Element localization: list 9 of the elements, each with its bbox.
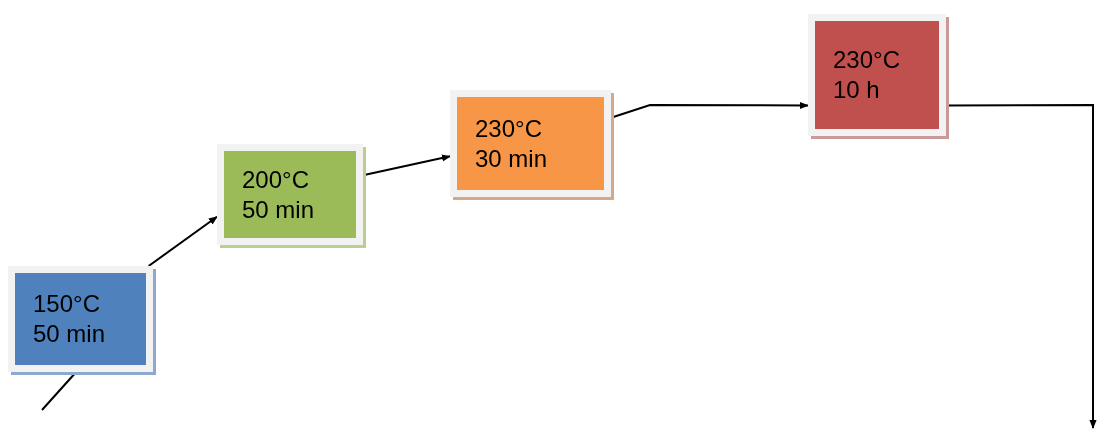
step-label: 150°C 50 min [33, 289, 107, 349]
step-box [217, 144, 363, 245]
step-label: 230°C 10 h [833, 45, 901, 105]
arrow [147, 215, 218, 267]
step-label: 200°C 50 min [242, 164, 316, 225]
step-label: 230°C 30 min [475, 113, 549, 174]
step-box [808, 14, 946, 136]
step-box [450, 90, 611, 197]
step-box [8, 266, 153, 372]
